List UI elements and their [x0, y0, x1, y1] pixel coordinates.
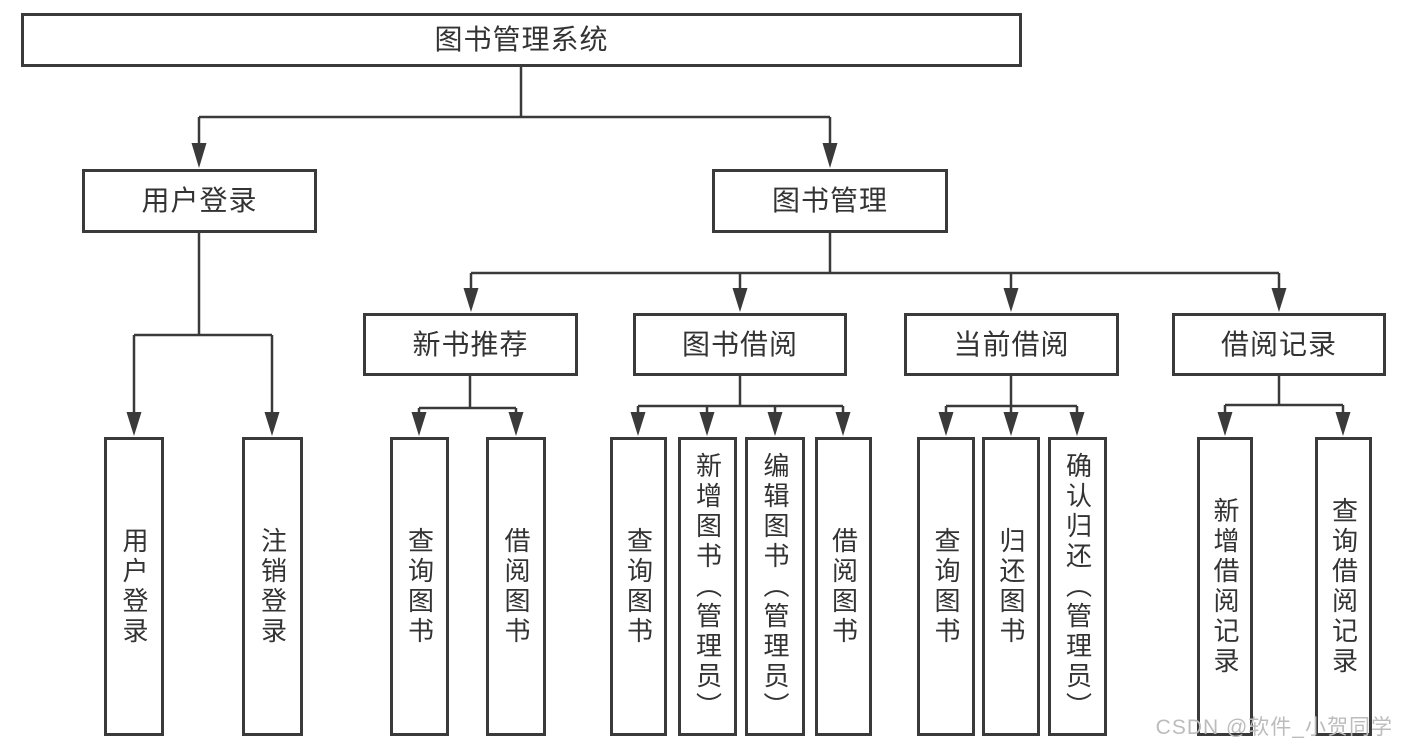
node-query-books-borrowing: 查询图书: [610, 437, 667, 736]
node-confirm-return-admin: 确认归还（管理员）: [1048, 437, 1107, 736]
node-add-books-admin: 新增图书（管理员）: [678, 437, 737, 736]
csdn-watermark: CSDN @软件_小贺同学: [1155, 716, 1393, 739]
node-query-borrow-record: 查询借阅记录: [1315, 437, 1372, 736]
node-query-books-current: 查询图书: [917, 437, 975, 736]
node-borrow-books-recommend: 借阅图书: [486, 437, 546, 736]
node-book-borrowing: 图书借阅: [633, 313, 847, 376]
node-logout-leaf: 注销登录: [242, 437, 303, 736]
node-user-login-leaf: 用户登录: [104, 437, 164, 736]
node-user-login-module: 用户登录: [82, 169, 317, 233]
node-book-management-module: 图书管理: [712, 169, 948, 233]
node-system-root: 图书管理系统: [21, 13, 1022, 67]
node-borrowing-records: 借阅记录: [1172, 313, 1386, 376]
node-add-borrow-record: 新增借阅记录: [1197, 437, 1253, 736]
node-current-borrowing: 当前借阅: [904, 313, 1119, 376]
node-edit-books-admin: 编辑图书（管理员）: [745, 437, 805, 736]
node-query-books-recommend: 查询图书: [390, 437, 449, 736]
node-return-books: 归还图书: [982, 437, 1040, 736]
node-new-book-recommendation: 新书推荐: [363, 313, 578, 376]
node-borrow-books-leaf: 借阅图书: [815, 437, 872, 736]
